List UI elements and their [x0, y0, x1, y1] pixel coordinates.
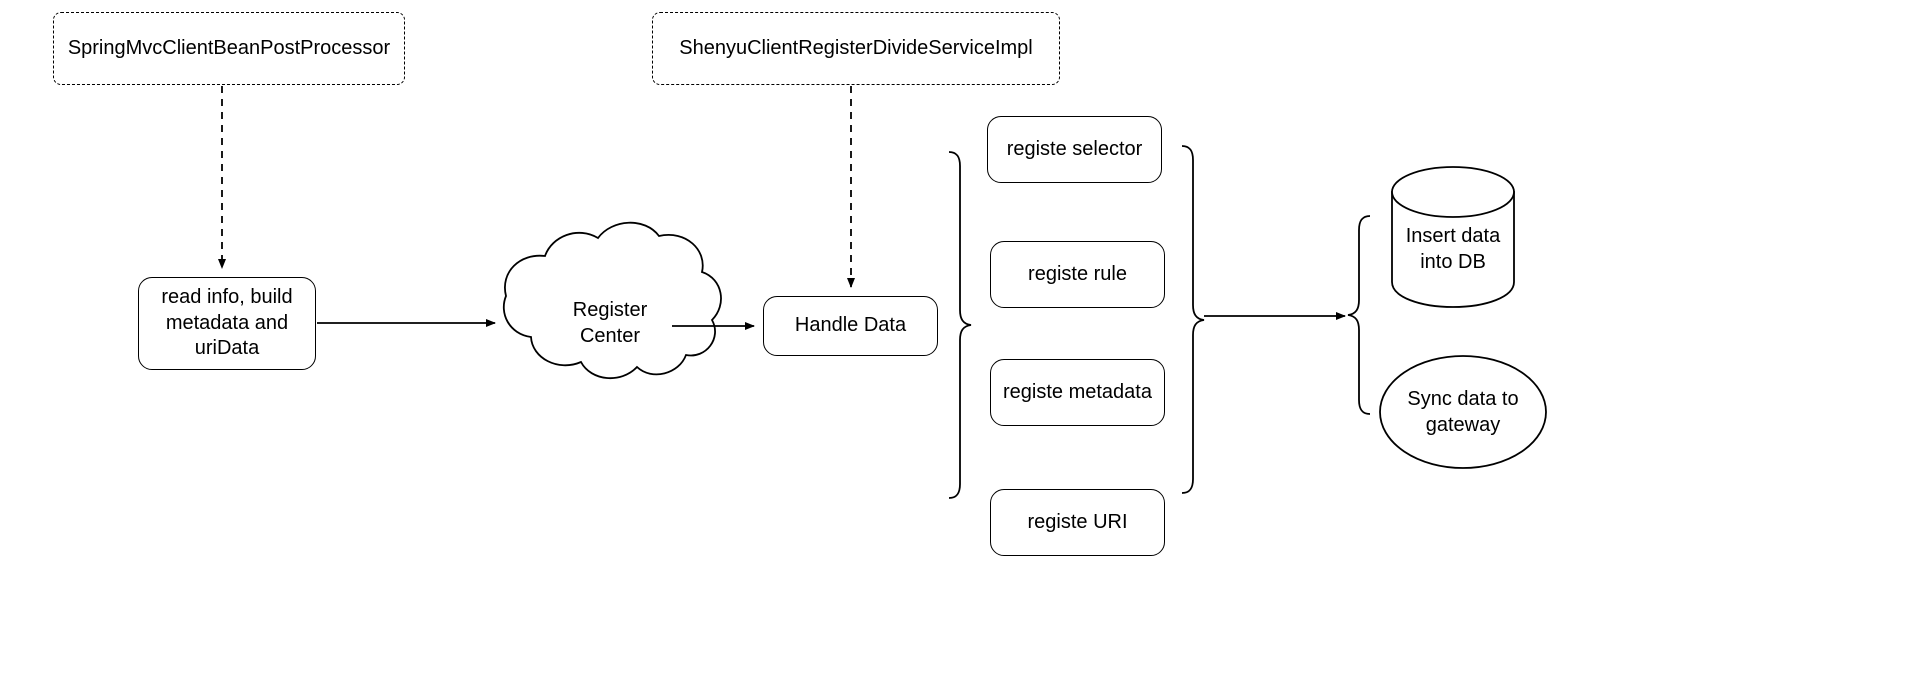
- node-read-info-line-2: metadata and: [165, 311, 289, 334]
- node-registe-metadata: registe metadata: [990, 359, 1165, 426]
- node-registe-selector: registe selector: [987, 116, 1162, 183]
- annotation-box-shenyu-client-register-divide-service-impl: ShenyuClientRegisterDivideServiceImpl: [652, 12, 1060, 85]
- insert-db-line-2: into DB: [1420, 251, 1486, 273]
- node-read-info-build-metadata: read info, build metadata and uriData: [138, 277, 316, 370]
- node-registe-uri: registe URI: [990, 489, 1165, 556]
- node-read-info-line-1: read info, build: [161, 286, 293, 309]
- node-insert-data-into-db-label: Insert data into DB: [1392, 215, 1514, 285]
- node-sync-data-to-gateway-label: Sync data to gateway: [1382, 378, 1544, 448]
- register-center-line-2: Center: [579, 325, 641, 347]
- annotation-box-spring-mvc-client-bean-post-processor: SpringMvcClientBeanPostProcessor: [53, 12, 405, 85]
- node-register-center-label: Register Center: [530, 290, 690, 358]
- brace-output-fanout: [1347, 215, 1371, 415]
- sync-gateway-line-2: gateway: [1425, 414, 1501, 436]
- register-center-line-1: Register: [572, 299, 648, 322]
- insert-db-line-1: Insert data: [1405, 225, 1501, 248]
- brace-registe-group-collect: [1181, 145, 1205, 494]
- node-registe-rule: registe rule: [990, 241, 1165, 308]
- node-read-info-line-3: uriData: [194, 337, 260, 360]
- sync-gateway-line-1: Sync data to: [1407, 388, 1519, 411]
- node-handle-data: Handle Data: [763, 296, 938, 356]
- brace-handle-data-fanout: [948, 151, 972, 499]
